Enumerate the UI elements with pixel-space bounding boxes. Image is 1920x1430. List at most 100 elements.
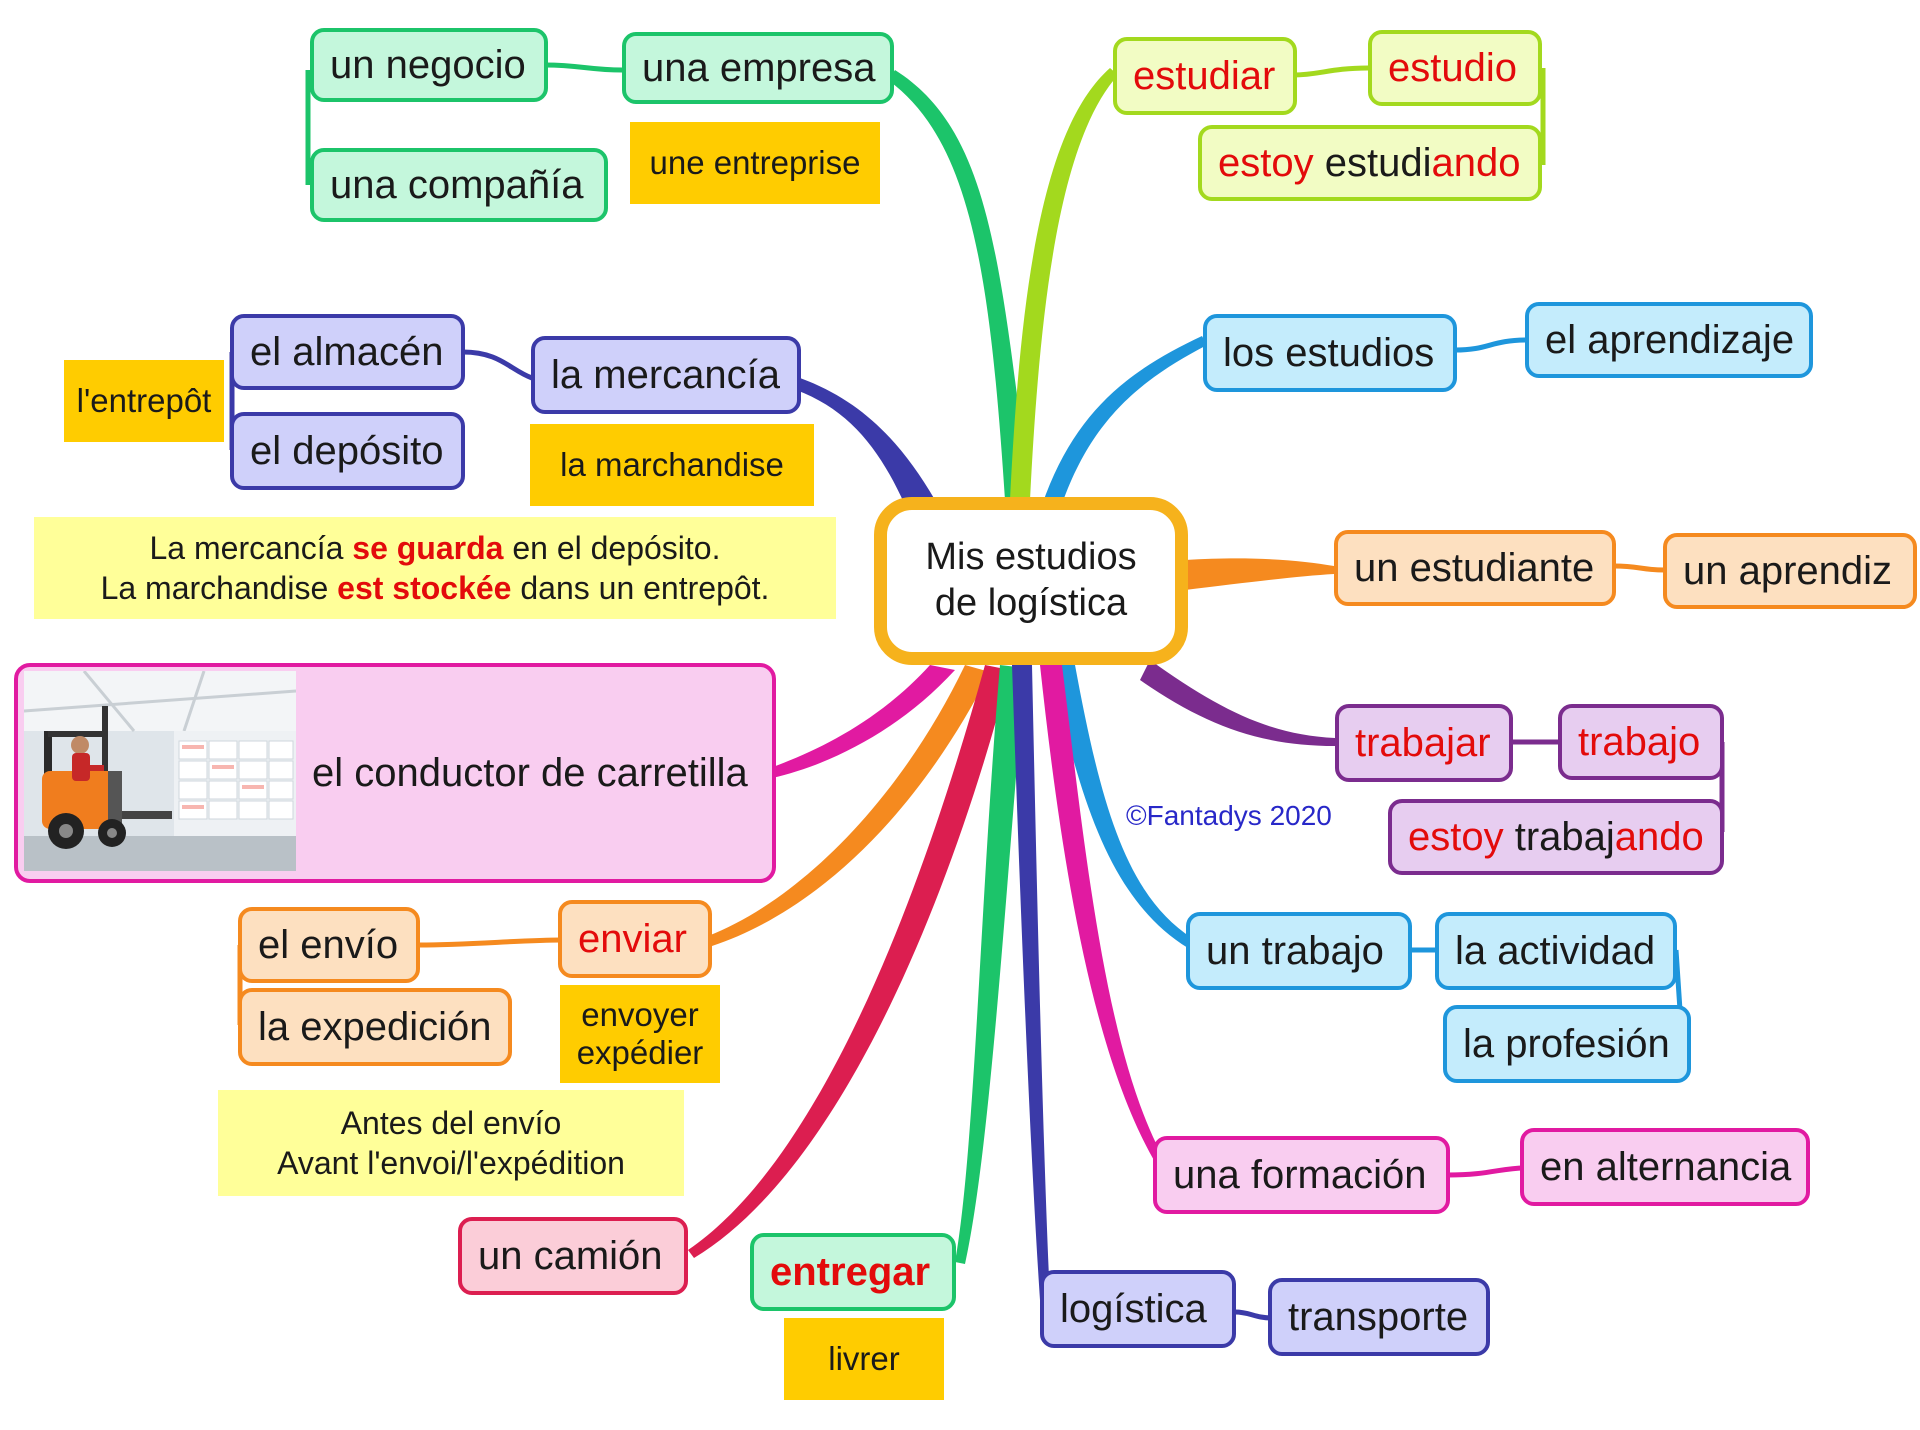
note-text: Avant l'envoi/l'expédition (277, 1145, 625, 1181)
note-text: dans un entrepôt. (511, 570, 770, 606)
branch-estudiar (1010, 68, 1118, 500)
node-un-aprendiz[interactable]: un aprendiz (1663, 533, 1917, 609)
translation-une-entreprise: une entreprise (630, 122, 880, 204)
branch-entregar (955, 665, 1025, 1264)
branch-trabajar (1140, 660, 1335, 746)
branch-estudios (1042, 336, 1207, 510)
copyright-text: ©Fantadys 2020 (1126, 800, 1332, 831)
note-es-line: La mercancía se guarda en el depósito. (150, 528, 721, 568)
node-el-almacen[interactable]: el almacén (230, 314, 465, 390)
gerund-ending: ando (1614, 814, 1704, 859)
node-enviar[interactable]: enviar (558, 900, 712, 978)
node-label: la profesión (1463, 1021, 1670, 1066)
node-label: trabajo (1578, 719, 1701, 764)
node-label: el aprendizaje (1545, 317, 1795, 362)
node-label: trabajar (1355, 720, 1491, 765)
note-text: La marchandise (100, 570, 338, 606)
gerund-aux: estoy (1218, 140, 1314, 185)
node-logistica[interactable]: logística (1040, 1270, 1236, 1348)
node-label: la mercancía (551, 352, 780, 397)
branch-formacion (1040, 665, 1163, 1162)
branch-trabajo (1050, 665, 1192, 948)
note-envio: Antes del envío Avant l'envoi/l'expéditi… (218, 1090, 684, 1196)
node-label: la actividad (1455, 928, 1656, 973)
gerund-aux: estoy (1408, 814, 1504, 859)
gerund-ending: ando (1431, 140, 1521, 185)
node-estudiar[interactable]: estudiar (1113, 37, 1297, 115)
note-mercancia-sentence: La mercancía se guarda en el depósito. L… (34, 517, 836, 619)
node-el-envio[interactable]: el envío (238, 907, 420, 983)
node-label: los estudios (1223, 330, 1435, 375)
node-label: un camión (478, 1233, 663, 1278)
node-trabajo-verb-noun[interactable]: trabajo (1558, 704, 1724, 780)
note-fr-line: La marchandise est stockée dans un entre… (101, 568, 770, 608)
gerund-stem: estudi (1324, 140, 1432, 185)
node-un-negocio[interactable]: un negocio (310, 28, 548, 102)
note-text: en el depósito. (503, 530, 721, 566)
node-la-mercancia[interactable]: la mercancía (531, 336, 801, 414)
node-label: estudio (1388, 45, 1517, 90)
forklift-warehouse-photo (24, 671, 296, 871)
node-label: transporte (1288, 1294, 1469, 1339)
translation-l-entrepot: l'entrepôt (64, 360, 224, 442)
node-label: el envío (258, 922, 399, 967)
node-trabajar[interactable]: trabajar (1335, 704, 1513, 782)
note-highlight: se guarda (352, 530, 504, 566)
node-el-deposito[interactable]: el depósito (230, 412, 465, 490)
branch-empresa (888, 70, 1030, 500)
node-label: logística (1060, 1286, 1207, 1331)
node-la-profesion[interactable]: la profesión (1443, 1005, 1691, 1083)
node-la-actividad[interactable]: la actividad (1435, 912, 1677, 990)
forklift-illustration (24, 671, 296, 871)
note-highlight: est stockée (337, 570, 512, 606)
node-label: un aprendiz (1683, 548, 1893, 593)
translation-line: envoyer (581, 996, 699, 1034)
center-line-2: de logística (934, 582, 1128, 624)
node-un-trabajo[interactable]: un trabajo (1186, 912, 1412, 990)
branch-logistica (1012, 665, 1050, 1300)
translation-la-marchandise: la marchandise (530, 424, 814, 506)
note-text: La mercancía (149, 530, 353, 566)
node-label: la expedición (258, 1004, 492, 1049)
node-un-estudiante[interactable]: un estudiante (1334, 530, 1616, 606)
translation-envoyer-expedier: envoyer expédier (560, 985, 720, 1083)
node-label: el conductor de carretilla (312, 751, 748, 795)
node-una-formacion[interactable]: una formación (1153, 1136, 1450, 1214)
node-el-aprendizaje[interactable]: el aprendizaje (1525, 302, 1813, 378)
branch-mercancia (796, 378, 935, 505)
connector-logistica (1234, 1309, 1273, 1321)
node-label: estudiar (1133, 53, 1276, 98)
node-label: el depósito (250, 428, 444, 473)
connector-estudios (1454, 337, 1529, 353)
node-una-empresa[interactable]: una empresa (622, 32, 894, 104)
node-label: enviar (578, 916, 687, 961)
center-line-1: Mis estudios (925, 536, 1137, 579)
branch-camion (688, 665, 1010, 1258)
node-los-estudios[interactable]: los estudios (1203, 314, 1457, 392)
node-label: en alternancia (1540, 1144, 1792, 1189)
connector-estudiar (1292, 65, 1546, 165)
node-label: el almacén (250, 329, 444, 374)
node-un-camion[interactable]: un camión (458, 1217, 688, 1295)
node-en-alternancia[interactable]: en alternancia (1520, 1128, 1810, 1206)
node-la-expedicion[interactable]: la expedición (238, 988, 512, 1066)
translation-line: expédier (576, 1034, 704, 1071)
center-topic: Mis estudios de logística (874, 497, 1188, 665)
node-label: un trabajo (1206, 928, 1384, 973)
branch-estudiante (1185, 558, 1334, 590)
node-estudio[interactable]: estudio (1368, 30, 1542, 106)
node-una-compania[interactable]: una compañía (310, 148, 608, 222)
translation-livrer: livrer (784, 1318, 944, 1400)
connector-estudiante (1613, 563, 1666, 573)
node-entregar[interactable]: entregar (750, 1233, 956, 1311)
node-label: una compañía (330, 162, 584, 207)
node-label: una formación (1173, 1152, 1427, 1197)
note-text: Antes del envío (340, 1105, 562, 1141)
node-transporte[interactable]: transporte (1268, 1278, 1490, 1356)
branch-conductor (770, 665, 955, 778)
connector-formacion (1447, 1165, 1526, 1178)
node-label: una empresa (642, 45, 876, 90)
